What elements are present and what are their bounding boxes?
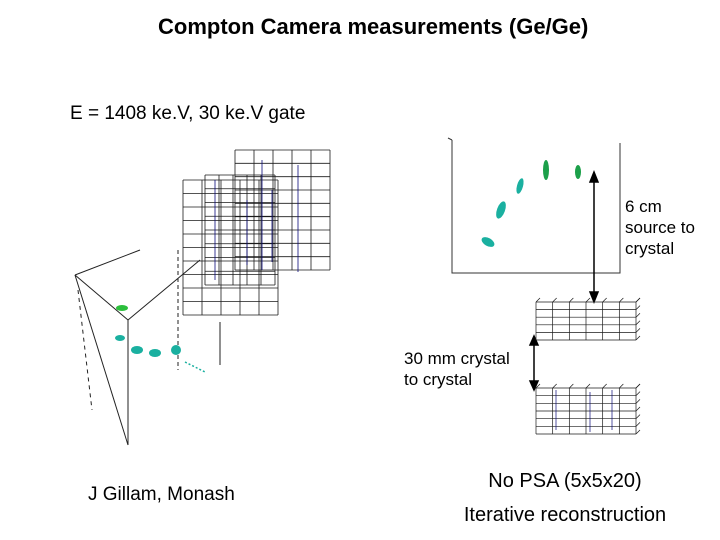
grid-line: [635, 328, 641, 333]
blob-right-2: [496, 201, 506, 219]
source-distance-label: 6 cm source to crystal: [625, 197, 695, 258]
slide-title: Compton Camera measurements (Ge/Ge): [158, 14, 589, 39]
blob-cyan-3: [149, 349, 161, 357]
left-reconstruction-blobs: [115, 305, 206, 373]
right-detector-grids: [535, 297, 641, 435]
left-3d-box: [74, 249, 221, 446]
grid-line: [635, 422, 641, 427]
grid-line: [635, 312, 641, 318]
right-reconstruction-blobs: [481, 160, 581, 247]
grid-line: [635, 297, 641, 303]
grid-line: [602, 383, 607, 389]
footer-line-1: No PSA (5x5x20): [488, 470, 642, 492]
energy-label: E = 1408 ke.V, 30 ke.V gate: [70, 103, 306, 124]
blob-right-5: [575, 165, 581, 179]
grid-line: [535, 297, 541, 303]
grid-line: [635, 399, 641, 404]
grid-line: [635, 429, 641, 435]
grid-line: [635, 320, 641, 326]
grid-line: [569, 297, 574, 303]
grid-line: [552, 383, 557, 389]
grid-line: [635, 414, 641, 419]
grid-line: [635, 406, 641, 412]
grid-line: [585, 383, 591, 389]
blob-right-1: [481, 237, 495, 247]
blob-right-3: [516, 178, 524, 194]
blob-cyan-1: [115, 335, 125, 341]
grid-line: [635, 305, 641, 310]
blob-cyan-4: [171, 345, 181, 355]
grid-line: [585, 297, 591, 303]
grid-line: [635, 335, 641, 341]
grid-line: [619, 297, 624, 303]
image-plane: [447, 137, 621, 274]
grid-line: [552, 297, 557, 303]
grid-line: [602, 297, 607, 303]
distance-arrows: [528, 169, 600, 392]
blob-right-4: [543, 160, 549, 180]
grid-line: [635, 383, 641, 389]
grid-line: [569, 383, 574, 389]
blob-cyan-2: [131, 346, 143, 354]
grid-line: [635, 391, 641, 396]
blob-green-1: [116, 305, 128, 311]
grid-line: [619, 383, 624, 389]
grid-line: [535, 383, 541, 389]
footer-line-2: Iterative reconstruction: [463, 504, 667, 526]
left-detector-grid: [182, 149, 331, 316]
crystal-gap-label: 30 mm crystal to crystal: [404, 349, 510, 389]
credit-label: J Gillam, Monash: [88, 484, 235, 505]
